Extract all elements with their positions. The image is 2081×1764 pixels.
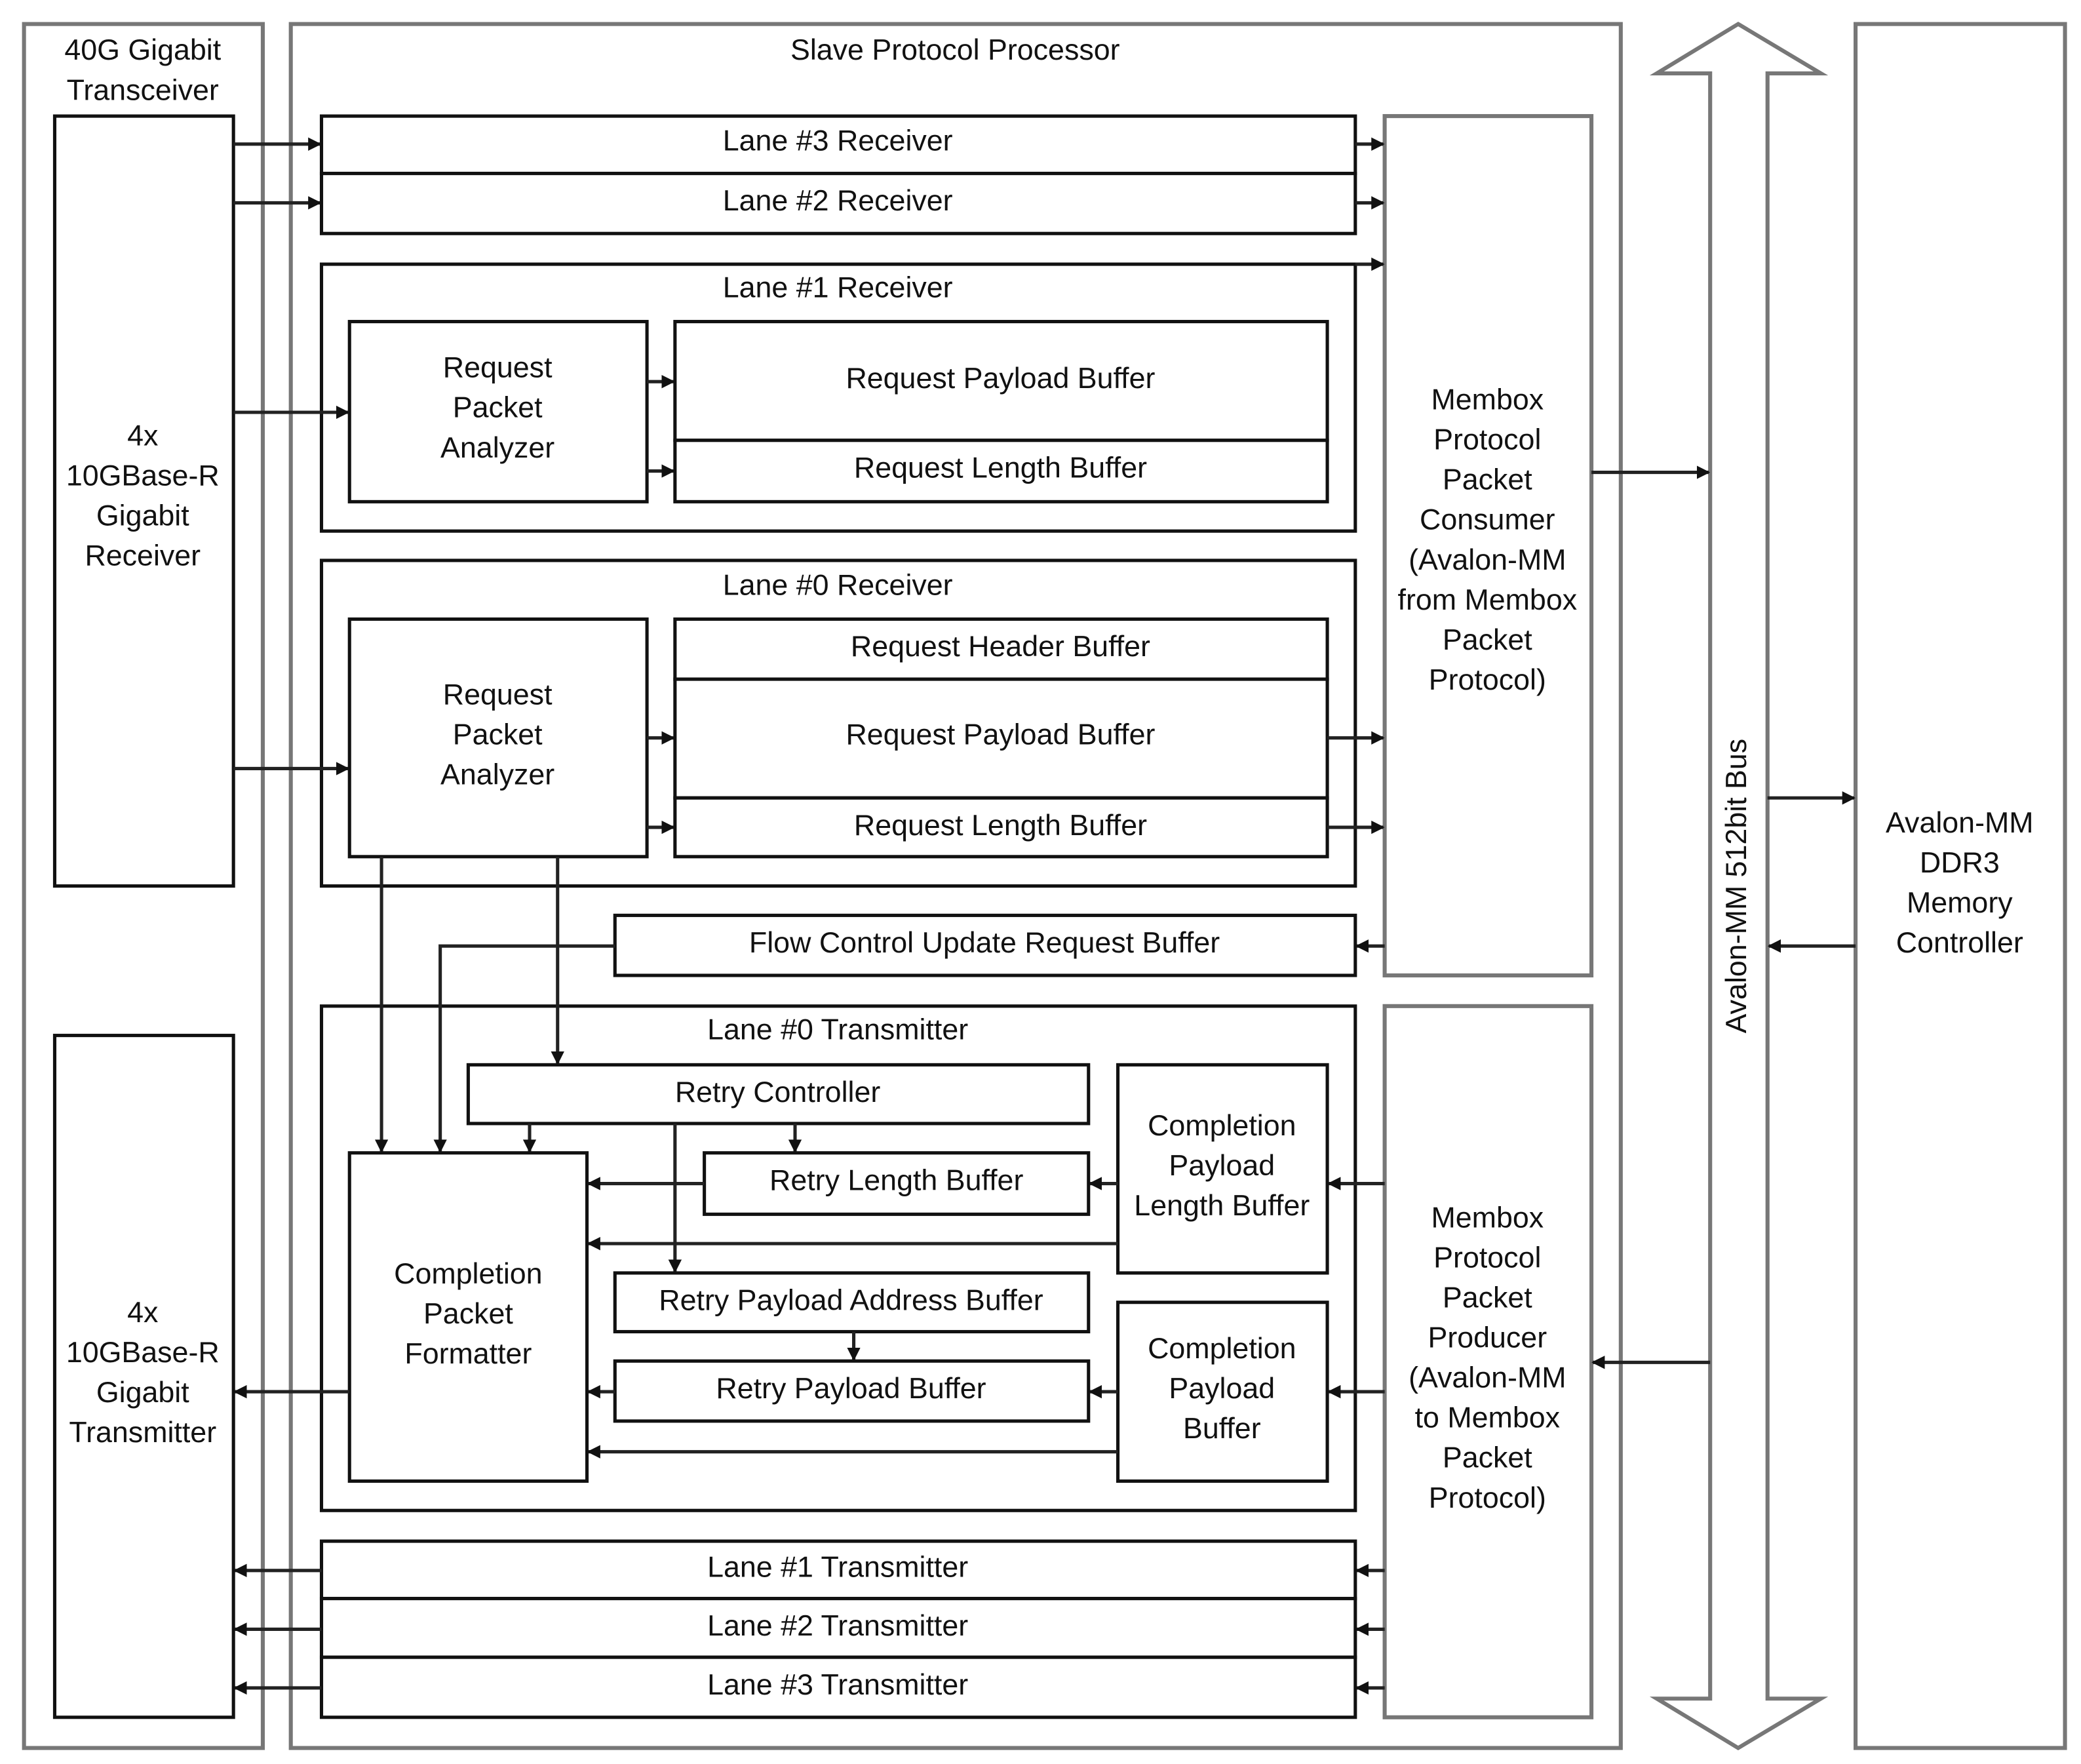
flow-control-label: Flow Control Update Request Buffer [749,926,1220,959]
cpb-label: Payload [1169,1372,1275,1405]
completion-packet-formatter [347,1151,589,1483]
length-label: Request Length Buffer [854,451,1147,484]
producer-label: Membox Protocol Packet Producer (Avalon-… [1409,1201,1566,1514]
bus-label: Avalon-MM 512bit Bus [1720,739,1753,1034]
request-payload-buffer-0 [673,677,1329,800]
analyzer-label: Request [443,678,553,711]
consumer-label: Membox Protocol Packet Consumer (Avalon-… [1398,383,1578,696]
ddr3-memory-controller: Avalon-MM DDR3 Memory Controller [1853,22,2067,1750]
request-length-buffer-1 [673,439,1329,503]
svg-text:(Avalon-MM: (Avalon-MM [1409,1362,1566,1394]
transmitter-label: 4x [127,1296,158,1329]
receiver-label: Receiver [85,539,201,572]
retry-address-label: Retry Payload Address Buffer [659,1284,1043,1317]
retry-controller [466,1063,1091,1126]
retry-controller-label: Retry Controller [675,1076,881,1108]
retry-payload-label: Retry Payload Buffer [716,1372,986,1405]
lane3-receiver-label: Lane #3 Receiver [723,125,953,157]
formatter-label: Completion [394,1257,542,1290]
lane2-receiver-label: Lane #2 Receiver [723,184,953,217]
analyzer-label: Analyzer [440,431,554,464]
svg-text:(Avalon-MM: (Avalon-MM [1409,543,1566,576]
connection-arrows [233,137,1856,1695]
analyzer-label: Packet [453,391,543,424]
cpb-label: Completion [1148,1332,1296,1365]
header-label: Request Header Buffer [851,630,1150,663]
retry-payload-address-buffer [613,1271,1091,1334]
transmitter-label: Transmitter [69,1416,216,1449]
gigabit-transmitter [52,1034,235,1719]
transmitter-label: Gigabit [96,1376,189,1409]
receiver-label: Gigabit [96,500,189,532]
svg-text:Membox: Membox [1431,383,1544,416]
packet-producer [1382,1004,1594,1719]
processor-title: Slave Protocol Processor [790,33,1120,66]
cplb-label: Completion [1148,1109,1296,1142]
transceiver-title: 40G Gigabit [64,33,221,66]
svg-text:from Membox: from Membox [1398,583,1578,616]
request-packet-analyzer-0 [347,617,649,859]
packet-consumer [1382,114,1594,978]
transceiver-block: 40G Gigabit Transceiver 4x 10GBase-R Gig… [22,22,265,1750]
receiver-label: 10GBase-R [66,460,220,492]
lane3-transmitter-label: Lane #3 Transmitter [707,1668,968,1701]
analyzer-label: Request [443,351,553,384]
payload-label: Request Payload Buffer [846,718,1155,751]
cplb-label: Payload [1169,1149,1275,1182]
svg-text:Producer: Producer [1428,1322,1547,1354]
cplb-label: Length Buffer [1134,1189,1310,1222]
length-label: Request Length Buffer [854,809,1147,842]
svg-text:to Membox: to Membox [1415,1401,1560,1434]
completion-payload-length-buffer [1116,1063,1329,1275]
svg-text:Consumer: Consumer [1420,503,1555,536]
svg-text:Memory: Memory [1907,886,2013,919]
retry-length-label: Retry Length Buffer [769,1164,1023,1196]
retry-length-buffer [703,1151,1091,1216]
svg-text:Membox: Membox [1431,1201,1544,1234]
retry-payload-buffer [613,1359,1091,1423]
lane2-receiver [319,172,1357,235]
svg-text:Protocol): Protocol) [1429,663,1546,696]
analyzer-label: Analyzer [440,758,554,791]
svg-text:Protocol): Protocol) [1429,1481,1546,1514]
payload-label: Request Payload Buffer [846,362,1155,395]
svg-text:Packet: Packet [1443,1441,1532,1474]
svg-text:Controller: Controller [1896,926,2023,959]
svg-text:Protocol: Protocol [1433,1241,1541,1274]
transmitter-label: 10GBase-R [66,1336,220,1369]
lane1-transmitter-label: Lane #1 Transmitter [707,1551,968,1584]
svg-text:Protocol: Protocol [1433,423,1541,456]
svg-text:Packet: Packet [1443,623,1532,656]
request-packet-analyzer-1 [347,320,649,503]
lane0-receiver-label: Lane #0 Receiver [723,568,953,601]
avalon-bus: Avalon-MM 512bit Bus [1649,22,1829,1751]
lane2-transmitter-label: Lane #2 Transmitter [707,1609,968,1642]
lane1-receiver-label: Lane #1 Receiver [723,271,953,304]
transceiver-title-2: Transceiver [67,73,219,106]
formatter-label: Packet [423,1297,513,1330]
slave-protocol-processor: Slave Protocol Processor Lane #3 Receive… [288,22,1623,1750]
svg-text:Packet: Packet [1443,1281,1532,1314]
svg-text:Avalon-MM: Avalon-MM [1886,806,2034,839]
gigabit-receiver [52,114,235,888]
formatter-label: Formatter [404,1337,532,1370]
receiver-label: 4x [127,419,158,452]
svg-text:DDR3: DDR3 [1920,846,2000,879]
lane0-transmitter-label: Lane #0 Transmitter [707,1013,968,1046]
analyzer-label: Packet [453,718,543,751]
cpb-label: Buffer [1183,1412,1261,1445]
svg-text:Packet: Packet [1443,463,1532,496]
